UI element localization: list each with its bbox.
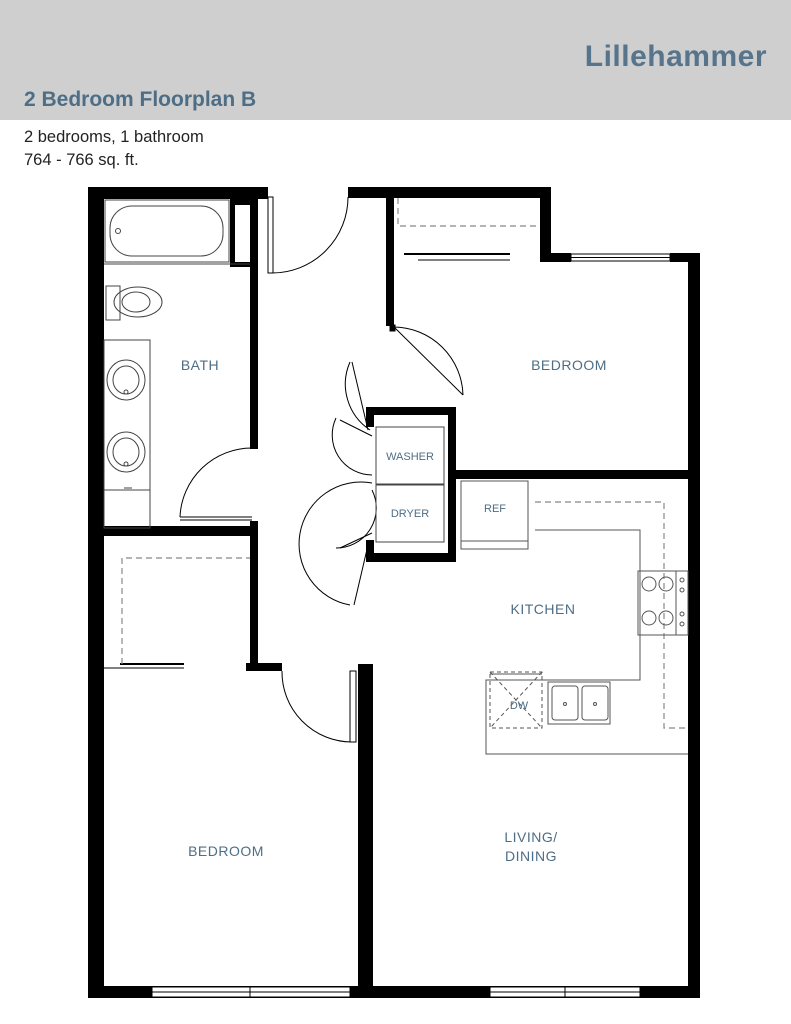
room-label-living-line1: LIVING/ bbox=[504, 829, 557, 845]
room-label-kitchen: KITCHEN bbox=[511, 601, 576, 617]
closet-outlines bbox=[121, 198, 688, 729]
appliance-label-washer: WASHER bbox=[386, 451, 434, 463]
bath-fixtures bbox=[103, 199, 250, 529]
brand-logo: Lillehammer bbox=[584, 40, 767, 73]
header-band bbox=[0, 0, 791, 120]
doors bbox=[104, 196, 510, 743]
appliance-label-dryer: DRYER bbox=[391, 508, 429, 520]
room-label-bedroom-lower: BEDROOM bbox=[188, 843, 264, 859]
windows bbox=[151, 253, 671, 998]
unit-square-footage: 764 - 766 sq. ft. bbox=[24, 151, 139, 169]
unit-rooms-summary: 2 bedrooms, 1 bathroom bbox=[24, 128, 204, 146]
laundry-fixtures bbox=[375, 426, 445, 543]
appliance-label-dw: DW bbox=[510, 700, 529, 712]
walls bbox=[88, 187, 700, 998]
room-label-living-line2: DINING bbox=[505, 848, 557, 864]
room-label-bedroom-upper: BEDROOM bbox=[531, 357, 607, 373]
room-label-bath: BATH bbox=[181, 357, 219, 373]
page-title: 2 Bedroom Floorplan B bbox=[24, 88, 257, 111]
appliance-label-ref: REF bbox=[484, 503, 506, 515]
kitchen-fixtures bbox=[460, 480, 689, 755]
